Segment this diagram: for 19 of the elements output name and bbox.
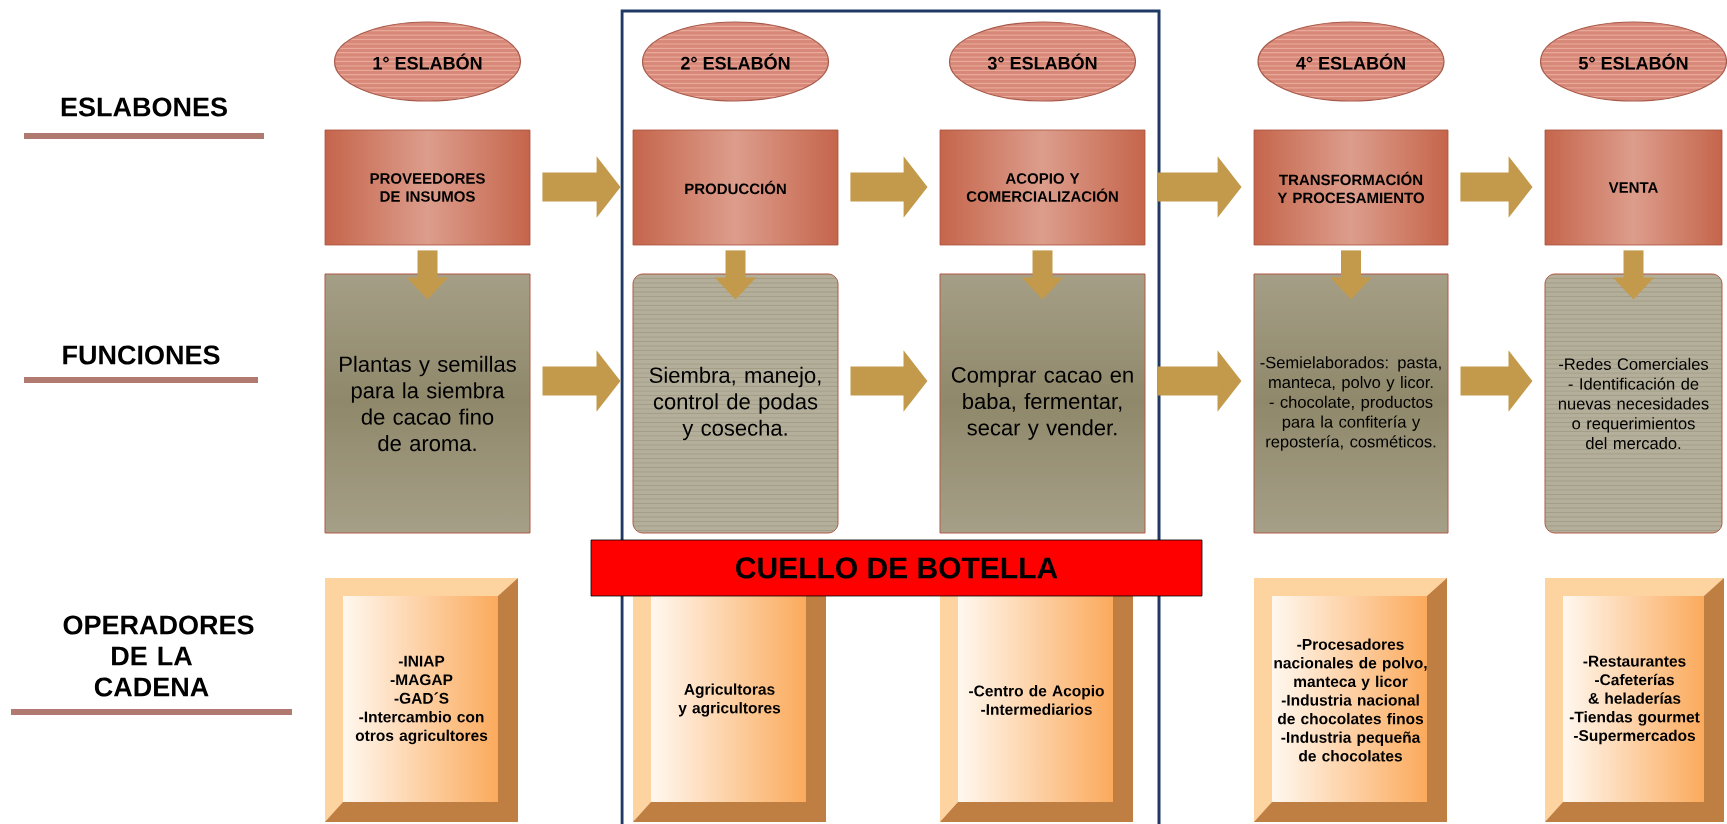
row-heading: FUNCIONES (63, 345, 220, 365)
function-box: Comprar cacao en baba, fermentar, secar y vender. (939, 273, 1146, 534)
row-heading: ESLABONES (61, 97, 227, 117)
operator-box: -Centro de Acopio -Intermediarios (940, 578, 1133, 822)
operator-box: -Procesadores nacionales de polvo, manteca y licor -Industria nacional de chocolates finos -Industria pequeña de chocolates (1254, 578, 1447, 822)
function-box: -Redes Comerciales - Identificación de nuevas necesidades o requerimientos del mercado. (1544, 273, 1723, 534)
function-box: Siembra, manejo, control de podas y cosecha. (632, 273, 839, 534)
operator-box: Agricultoras y agricultores (633, 578, 826, 822)
stage-box: VENTA (1544, 129, 1723, 246)
banner: CUELLO DE BOTELLA (590, 539, 1203, 597)
function-box: -Semielaborados: pasta, manteca, polvo y licor. - chocolate, productos para la confitería y repostería, cosméticos. (1253, 273, 1449, 534)
stage-box: ACOPIO Y COMERCIALIZACIÓN (939, 129, 1146, 246)
row-heading: OPERADORES DE LA CADENA (63, 615, 254, 697)
stage-box: TRANSFORMACIÓN Y PROCESAMIENTO (1253, 129, 1449, 246)
operator-box: -INIAP -MAGAP -GAD´S -Intercambio con otros agricultores (325, 578, 518, 822)
stage-box: PROVEEDORES DE INSUMOS (324, 129, 531, 246)
stage-box: PRODUCCIÓN (632, 129, 839, 246)
operator-box: -Restaurantes -Cafeterías & heladerías -Tiendas gourmet -Supermercados (1545, 578, 1724, 822)
function-box: Plantas y semillas para la siembra de cacao fino de aroma. (324, 273, 531, 534)
